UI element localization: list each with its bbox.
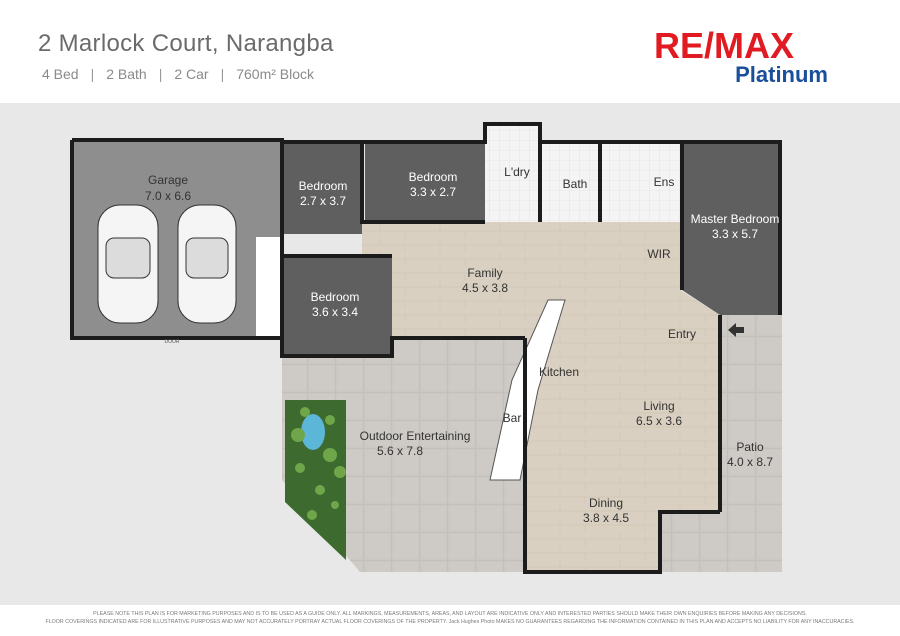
bar-label: Bar	[503, 411, 522, 425]
ensuite-label: Ens	[654, 175, 675, 189]
family-label: Family	[467, 266, 502, 280]
disclaimer-line2: FLOOR COVERINGS INDICATED ARE FOR ILLUST…	[45, 619, 855, 625]
master-size: 3.3 x 5.7	[712, 227, 758, 241]
spec-cars: 2 Car	[174, 66, 209, 82]
disclaimer: PLEASE NOTE THIS PLAN IS FOR MARKETING P…	[0, 610, 900, 626]
master-bedroom-floor	[682, 142, 780, 315]
master-label: Master Bedroom	[691, 212, 780, 226]
property-address: 2 Marlock Court, Narangba	[38, 30, 334, 57]
dining-size: 3.8 x 4.5	[583, 511, 629, 525]
bedroom4-floor	[282, 256, 392, 354]
ensuite-floor	[600, 142, 682, 222]
bedroom4-size: 3.6 x 3.4	[312, 305, 358, 319]
spec-separator: |	[90, 66, 95, 82]
bedroom2-size: 2.7 x 3.7	[300, 194, 346, 208]
garage-label: Garage	[148, 173, 188, 187]
laundry-floor	[485, 124, 540, 222]
garage-step	[256, 237, 280, 338]
garage-size: 7.0 x 6.6	[145, 189, 191, 203]
spec-separator: |	[220, 66, 225, 82]
disclaimer-line1: PLEASE NOTE THIS PLAN IS FOR MARKETING P…	[93, 611, 807, 617]
patio-label: Patio	[736, 440, 764, 454]
garden-pond	[301, 414, 325, 450]
bedroom3-label: Bedroom	[409, 170, 458, 184]
outdoor-size: 5.6 x 7.8	[377, 444, 423, 458]
dining-label: Dining	[589, 496, 623, 510]
spec-block: 760m² Block	[236, 66, 315, 82]
bedroom2-label: Bedroom	[299, 179, 348, 193]
walls	[70, 122, 782, 574]
garden-plants	[291, 407, 346, 520]
living-floor	[362, 222, 720, 572]
wir-label: WIR	[647, 247, 671, 261]
bedroom2-floor	[282, 142, 362, 234]
entry-arrow-icon	[728, 323, 744, 337]
logo-sub-text: Platinum	[735, 62, 828, 86]
spec-beds: 4 Bed	[42, 66, 79, 82]
laundry-label: L'dry	[504, 165, 530, 179]
kitchen-label: Kitchen	[539, 365, 579, 379]
property-specs: 4 Bed | 2 Bath | 2 Car | 760m² Block	[42, 66, 314, 82]
living-size: 6.5 x 3.6	[636, 414, 682, 428]
entry-label: Entry	[668, 327, 696, 341]
bath-label: Bath	[563, 177, 588, 191]
logo-main-text: RE/MAX	[654, 26, 794, 66]
living-label: Living	[643, 399, 674, 413]
remax-logo: RE/MAX Platinum	[654, 26, 828, 86]
spec-baths: 2 Bath	[106, 66, 147, 82]
outdoor-label: Outdoor Entertaining	[360, 429, 471, 443]
family-size: 4.5 x 3.8	[462, 281, 508, 295]
garage-door-label: DOOR	[165, 339, 180, 345]
floor-plan: Garage 7.0 x 6.6 DOOR Bedroom 2.7 x 3.7 …	[0, 103, 900, 605]
kitchen-bench	[489, 299, 566, 481]
bedroom3-size: 3.3 x 2.7	[410, 185, 456, 199]
bedroom3-floor	[365, 142, 485, 222]
car-icon	[97, 204, 159, 324]
car-icon	[177, 204, 237, 324]
spec-separator: |	[158, 66, 163, 82]
bedroom4-label: Bedroom	[311, 290, 360, 304]
patio-size: 4.0 x 8.7	[727, 455, 773, 469]
bath-floor	[540, 142, 600, 222]
